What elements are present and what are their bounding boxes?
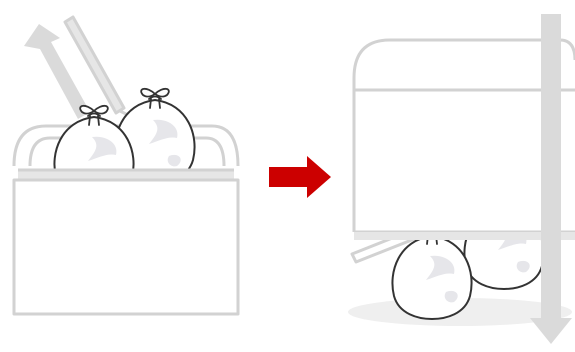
before-panel <box>14 17 238 314</box>
box-front-panel <box>14 180 238 314</box>
right-arrow-icon <box>269 156 331 198</box>
after-panel <box>348 14 575 344</box>
